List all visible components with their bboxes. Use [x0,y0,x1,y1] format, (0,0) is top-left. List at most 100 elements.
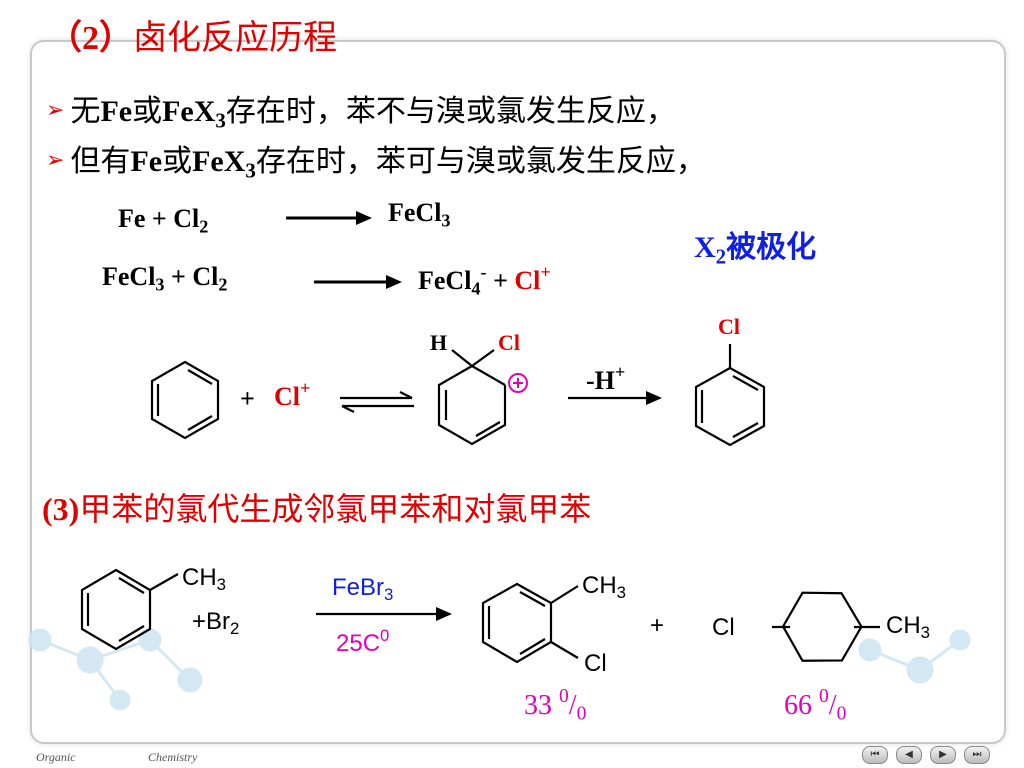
deprotonation-sup: + [614,362,626,382]
deprotonation-label: -H+ [586,362,625,396]
section-3-text: 甲苯的氯代生成邻氯甲苯和对氯甲苯 [79,491,592,527]
polarized-sub: 2 [715,244,727,269]
bullet-2-or: 或 [162,145,193,178]
polarized-label: X2被极化 [694,222,816,269]
equation-1-reactants: Fe + Cl2 [118,204,208,237]
bullet-1-fe: Fe [100,95,133,128]
ortho-yield-sup: 0 [559,686,569,707]
catalyst-text: FeBr [332,574,385,601]
bullet-1-pre: 无 [70,95,101,128]
equation-1-product-text: FeCl [388,198,442,227]
deprotonation-arrowhead [646,391,662,405]
bullet-2-pre: 但有 [70,145,131,178]
bromine-text: +Br [192,608,231,635]
chlorobenzene-ring [694,344,766,447]
para-ch3-sub: 3 [920,623,931,643]
section-3-number: (3) [42,491,80,527]
bromine-reagent: +Br2 [192,608,239,639]
ortho-cl: Cl [584,650,607,677]
bullet-2-post: 存在时，苯可与溴或氯发生反应， [255,145,706,178]
para-yield: 66 0/0 [784,686,846,726]
section-title: （2）卤化反应历程 [48,10,337,59]
temperature-text: 25C [336,630,381,658]
para-chlorotoluene-ring [772,591,880,662]
sigma-complex-ring [437,349,507,446]
equilibrium-arrow [340,391,414,413]
section-3-title: (3)甲苯的氯代生成邻氯甲苯和对氯甲苯 [42,484,591,530]
ortho-ch3-text: CH [582,572,617,599]
equation-2-fecl4-sup: - [480,262,487,282]
bullet-arrow-icon: ➢ [46,147,65,172]
deprotonation-h: -H [586,365,615,395]
mechanism-cl-cation: Cl+ [274,378,310,412]
toluene-ring [80,568,179,651]
section-title-text: 卤化反应历程 [133,20,337,57]
catalyst-sub: 3 [384,585,394,605]
bullet-1-post: 存在时，苯不与溴或氯发生反应， [225,95,676,128]
section-title-number: （2） [48,20,133,57]
mechanism-cl: Cl [274,381,300,411]
positive-charge-icon [508,373,528,393]
equation-1-product: FeCl3 [388,198,451,231]
polarized-text: 被极化 [726,231,817,264]
toluene-ch3: CH3 [182,564,226,595]
bullet-1-or: 或 [132,95,163,128]
catalyst-arrowhead [436,607,452,621]
benzene-ring [150,360,220,440]
equation-1-fe: Fe + Cl [118,204,200,233]
bullet-arrow-icon: ➢ [46,97,65,122]
para-yield-sub: 0 [836,703,847,725]
nav-last-button[interactable]: ⏭ [964,746,990,764]
footer-chemistry: Chemistry [148,750,198,764]
bromine-sub: 2 [230,619,240,639]
equation-2-cation-sup: + [540,262,551,282]
reaction-arrow-1 [286,211,372,225]
ortho-yield-sub: 0 [576,703,587,725]
para-ch3: CH3 [886,612,930,643]
equation-2-fecl4: FeCl [418,265,472,295]
temperature-label: 25C0 [336,626,389,658]
mechanism-cl-sup: + [300,378,311,398]
nav-next-button[interactable]: ▶ [930,746,956,764]
bullet-1-sub: 3 [215,108,226,133]
nav-prev-button[interactable]: ◀ [896,746,922,764]
bullet-2-fex: FeX [192,145,246,178]
bullet-2: ➢但有Fe或FeX3存在时，苯可与溴或氯发生反应， [46,136,706,183]
equation-2-fecl-sub: 3 [155,274,165,295]
toluene-ch3-sub: 3 [216,575,227,595]
equation-2-reactants: FeCl3 + Cl2 [102,262,227,295]
ortho-yield-value: 33 [524,689,559,721]
sigma-cl-label: Cl [498,330,520,355]
bullet-1: ➢无Fe或FeX3存在时，苯不与溴或氯发生反应， [46,86,676,133]
para-ch3-text: CH [886,612,921,639]
para-yield-slash: / [828,689,837,721]
toluene-ch3-text: CH [182,564,217,591]
mechanism-plus: + [240,384,255,413]
footer-organic: Organic [36,750,76,764]
equation-2-products: FeCl4- + Cl+ [418,262,551,299]
bullet-2-sub: 3 [245,158,256,183]
equation-2-fecl4-sub: 4 [471,278,481,299]
sigma-h-label: H [430,330,448,355]
equation-1-product-sub: 3 [441,210,451,231]
para-yield-sup: 0 [819,686,829,707]
equation-2-cation: Cl [514,265,541,295]
ortho-ch3-sub: 3 [616,583,627,603]
ortho-yield: 33 0/0 [524,686,586,726]
reaction-arrow-2 [314,275,402,289]
polarized-x: X [694,231,716,264]
nav-first-button[interactable]: ⏮ [862,746,888,764]
equation-2-plus: + [486,265,515,295]
equation-1-cl-sub: 2 [199,216,209,237]
temperature-sup: 0 [380,626,390,645]
equation-2-cl-sub: 2 [218,274,228,295]
bullet-1-fex: FeX [162,95,216,128]
ortho-ch3: CH3 [582,572,626,603]
para-cl: Cl [712,614,735,641]
equation-2-fecl: FeCl [102,262,156,291]
ortho-yield-slash: / [568,689,577,721]
catalyst-label: FeBr3 [332,574,393,605]
bullet-2-fe: Fe [130,145,163,178]
